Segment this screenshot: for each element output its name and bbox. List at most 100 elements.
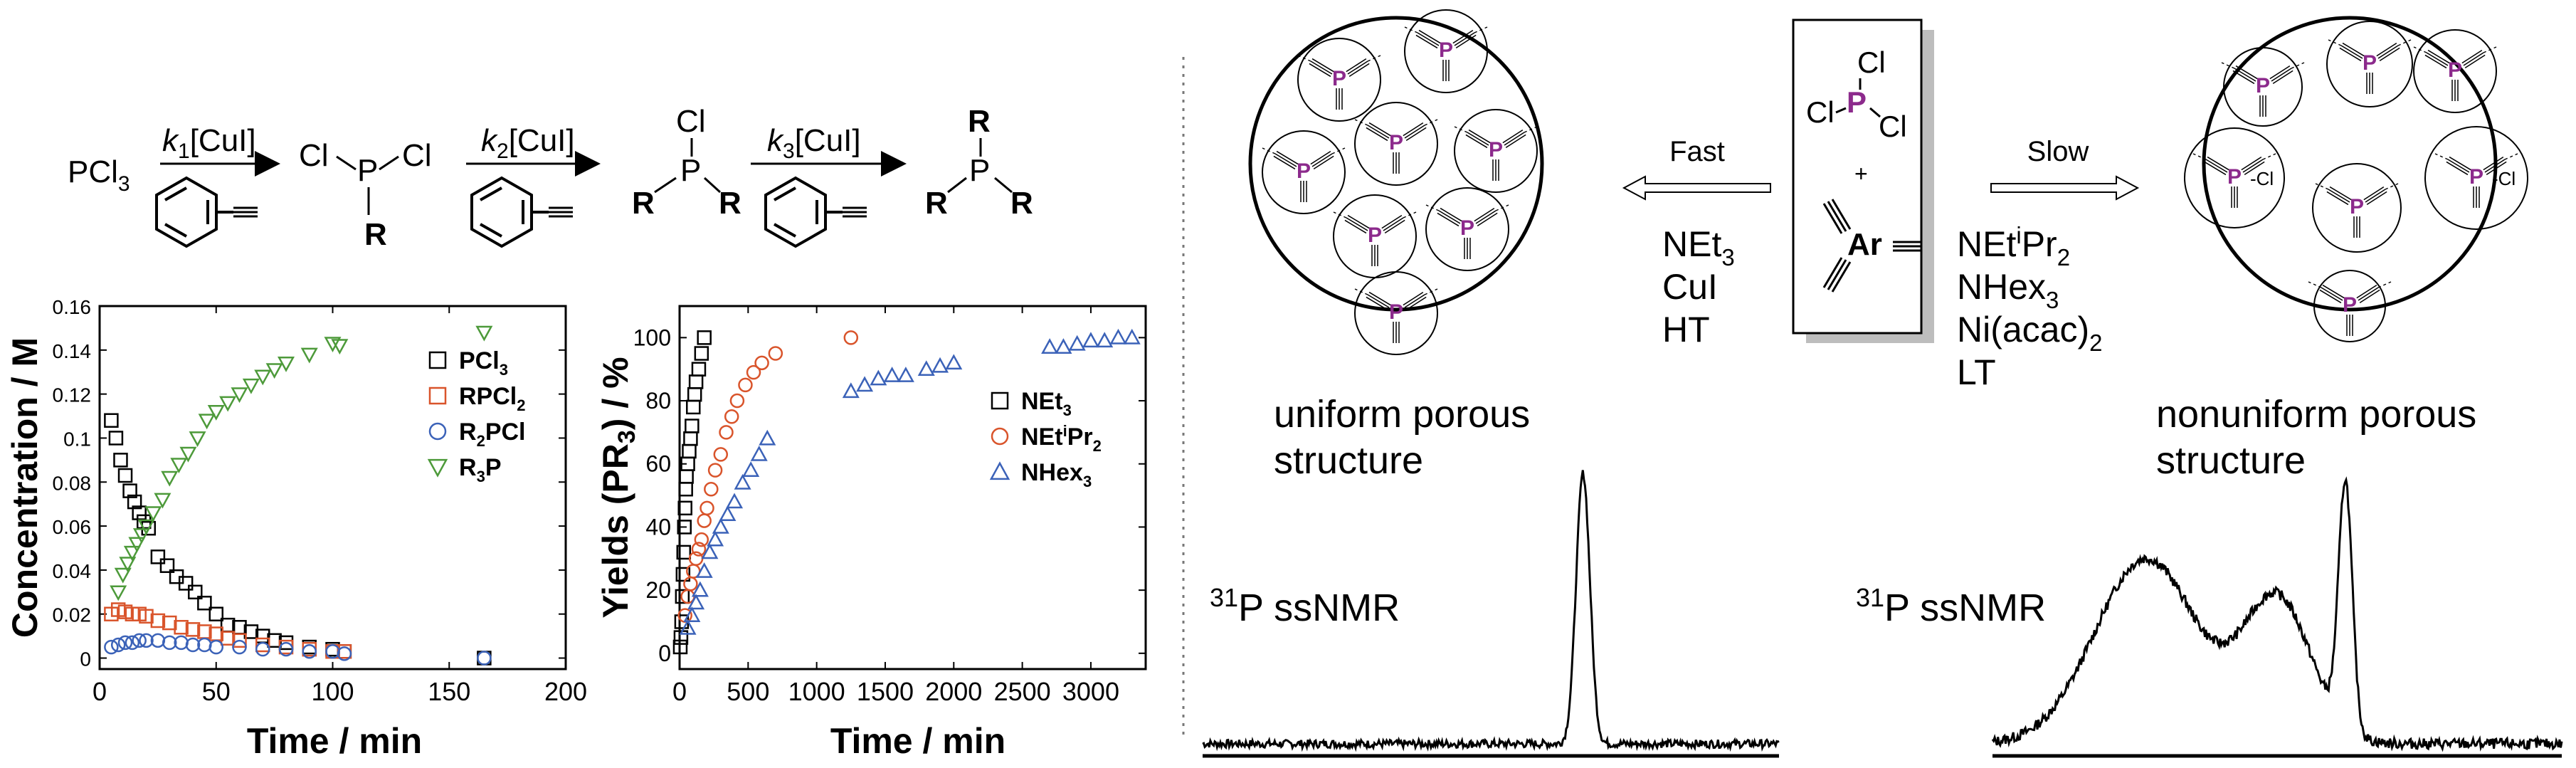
data-point bbox=[672, 639, 688, 655]
data-point bbox=[232, 639, 247, 655]
cl-atom: -Cl bbox=[2250, 168, 2274, 189]
data-point bbox=[746, 364, 761, 380]
data-point bbox=[159, 558, 175, 573]
condition-text: NEt3 bbox=[1662, 224, 1735, 270]
p-atom: P bbox=[2350, 195, 2364, 219]
data-point bbox=[231, 387, 248, 404]
data-point bbox=[707, 463, 723, 478]
data-point bbox=[219, 396, 237, 412]
data-point bbox=[189, 431, 206, 447]
data-point bbox=[197, 596, 212, 611]
phosphine-unit: P bbox=[1404, 9, 1488, 93]
data-point bbox=[1082, 332, 1099, 348]
uniform-caption-line1: uniform porous bbox=[1274, 393, 1530, 436]
data-point bbox=[685, 419, 700, 433]
phosphine-unit: P bbox=[1354, 102, 1438, 186]
data-point bbox=[185, 637, 201, 653]
r-right-label: R bbox=[719, 186, 741, 221]
data-point bbox=[1068, 335, 1086, 351]
data-point bbox=[220, 631, 236, 646]
phenylacetylene-icon bbox=[764, 177, 868, 248]
data-point bbox=[242, 378, 260, 394]
data-point bbox=[677, 520, 692, 535]
x-tick-label: 1000 bbox=[788, 677, 845, 706]
legend-swatch bbox=[428, 422, 447, 441]
data-point bbox=[110, 585, 127, 601]
y-tick-label: 100 bbox=[633, 325, 671, 350]
data-point bbox=[128, 537, 146, 553]
data-point bbox=[694, 532, 709, 547]
data-point bbox=[897, 367, 914, 382]
data-point bbox=[265, 363, 283, 379]
condition-text: NHex3 bbox=[1957, 267, 2059, 313]
data-point bbox=[198, 414, 216, 430]
data-point bbox=[713, 447, 729, 462]
legend-label: R2PCl bbox=[459, 419, 526, 450]
nonuniform-caption-line2: structure bbox=[2156, 439, 2306, 482]
legend-label: NEtiPr2 bbox=[1021, 422, 1102, 455]
condition-text: LT bbox=[1957, 352, 1996, 392]
data-point bbox=[117, 635, 133, 651]
p-atom: P bbox=[1489, 138, 1503, 162]
data-point bbox=[683, 606, 701, 622]
reaction-arrow-2: k2[CuI] bbox=[466, 123, 601, 248]
fast-arrow: Fast bbox=[1622, 136, 1771, 201]
data-point bbox=[917, 360, 935, 377]
data-point bbox=[768, 346, 783, 361]
data-point bbox=[188, 584, 203, 600]
data-point bbox=[687, 386, 702, 402]
data-point bbox=[150, 613, 166, 628]
x-tick-label: 3000 bbox=[1062, 677, 1119, 706]
nmr2-label: 31P ssNMR bbox=[1856, 583, 2046, 629]
data-point bbox=[870, 369, 887, 386]
chart2-y-axis-label: Yields (PR3) / % bbox=[596, 357, 640, 618]
data-point bbox=[125, 635, 140, 651]
p-atom: P bbox=[1460, 216, 1474, 240]
data-point bbox=[324, 337, 342, 353]
data-point bbox=[856, 376, 874, 392]
data-point bbox=[122, 483, 137, 498]
data-point bbox=[150, 549, 166, 564]
reaction-arrow-1: k1[CuI] bbox=[155, 123, 280, 248]
data-point bbox=[139, 609, 154, 624]
data-point bbox=[697, 513, 712, 528]
data-point bbox=[945, 354, 963, 370]
p-atom: P bbox=[1389, 300, 1403, 324]
data-point bbox=[161, 470, 179, 487]
data-point bbox=[695, 562, 713, 578]
p-atom: P bbox=[2227, 165, 2242, 189]
pcl3-p: P bbox=[1847, 85, 1867, 119]
nonuniform-caption-line1: nonuniform porous bbox=[2156, 393, 2476, 436]
rpcl2-structure: Cl P Cl R bbox=[299, 138, 432, 252]
data-point bbox=[712, 517, 729, 534]
p-atom: P bbox=[2256, 74, 2270, 98]
k2-label: k2[CuI] bbox=[481, 123, 575, 163]
plus-sign: + bbox=[1854, 161, 1868, 186]
data-point bbox=[475, 325, 493, 342]
data-point bbox=[677, 500, 692, 516]
r2pcl-structure: Cl P R R bbox=[632, 104, 741, 221]
x-tick-label: 150 bbox=[428, 677, 470, 706]
data-point bbox=[683, 431, 698, 446]
y-tick-label: 0.02 bbox=[53, 604, 92, 626]
x-tick-label: 50 bbox=[202, 677, 231, 706]
data-point bbox=[742, 461, 760, 477]
nonuniform-nmr-spectrum: 31P ssNMR bbox=[1856, 476, 2563, 758]
data-point bbox=[255, 641, 270, 657]
condition-text: CuI bbox=[1662, 267, 1718, 307]
aryl-label: Ar bbox=[1847, 227, 1882, 262]
data-point bbox=[738, 377, 753, 393]
phosphine-unit: P bbox=[2413, 29, 2497, 113]
data-point bbox=[154, 493, 171, 509]
x-tick-label: 100 bbox=[311, 677, 354, 706]
data-point bbox=[843, 330, 859, 345]
data-point bbox=[243, 624, 259, 639]
cl-right-label: Cl bbox=[402, 138, 432, 173]
phosphine-unit: P bbox=[1354, 271, 1438, 355]
y-tick-label: 0.1 bbox=[63, 428, 91, 450]
r3p-structure: R P R R bbox=[925, 104, 1033, 221]
